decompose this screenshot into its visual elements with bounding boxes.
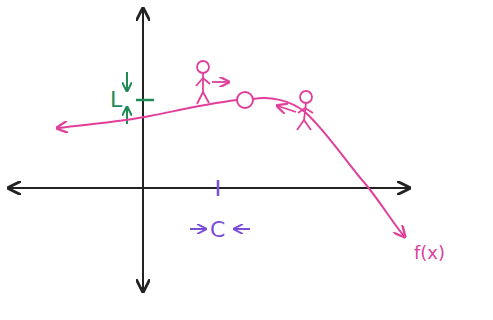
input-point-label: C: [210, 219, 225, 241]
approach-arrow: [126, 72, 128, 90]
x-axis: [10, 187, 408, 189]
limit-value-label: L: [110, 89, 122, 111]
function-label: f(x): [414, 244, 445, 262]
stick-figure: [278, 91, 313, 130]
c-tick: [217, 180, 220, 196]
approach-arrow: [126, 108, 128, 124]
y-axis: [142, 10, 144, 290]
function-curve: [58, 100, 237, 128]
stick-figure: [196, 61, 228, 104]
open-hole: [237, 92, 253, 108]
function-curve: [253, 98, 404, 236]
approach-arrow: [235, 228, 250, 230]
approach-arrow: [190, 228, 205, 230]
l-tick: [136, 99, 154, 102]
